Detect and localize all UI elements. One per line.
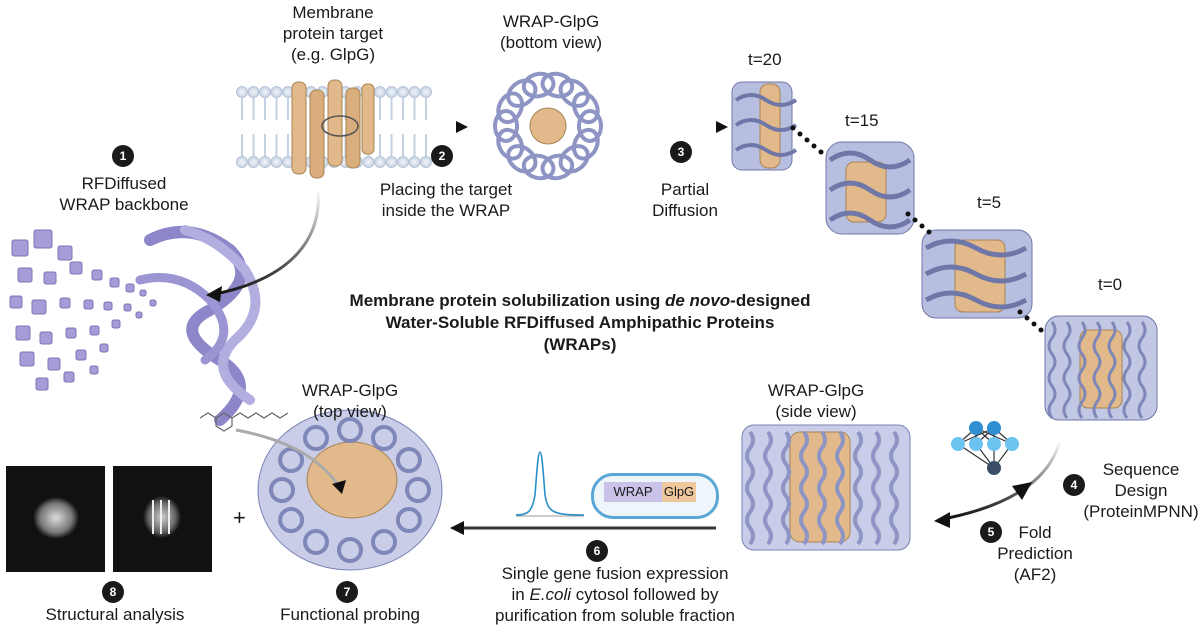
step-3-line2: Diffusion [652, 201, 718, 220]
step-4-line2: Design [1114, 481, 1168, 500]
title-line2: Water-Soluble RFDiffused Amphipathic Pro… [385, 313, 775, 332]
wrap-bottom-view-structure [493, 71, 603, 181]
elution-peak-chart [515, 451, 585, 517]
step-6-line2-pre: in [511, 585, 530, 604]
step-badge-7: 7 [336, 581, 358, 603]
micrograph-2 [113, 466, 212, 572]
wrap-backbone-cubes [9, 229, 157, 391]
t0-label: t=0 [1098, 275, 1123, 294]
title-line1-italic: de novo [665, 291, 731, 310]
step-6-line2: in E.coli cytosol followed by [470, 584, 760, 605]
t15-label: t=15 [845, 111, 879, 130]
t5-structure [921, 229, 1033, 319]
micrograph-1 [6, 466, 105, 572]
title-line1-suffix: -designed [730, 291, 811, 310]
glpg-target-structure [291, 79, 375, 179]
step-badge-3: 3 [670, 141, 692, 163]
title-line1: Membrane protein solubilization using de… [300, 290, 860, 312]
t20-structure [731, 81, 798, 171]
wrap-bottom-view-label: WRAP-GlpG (bottom view) [486, 11, 616, 53]
step-3-line1: Partial [660, 180, 710, 199]
micrograph-2-particle [143, 496, 181, 538]
diagram-title: Membrane protein solubilization using de… [300, 290, 860, 356]
plasmid-glpg-segment: GlpG [662, 482, 696, 502]
plus-sign: + [233, 505, 246, 530]
step-7-label: Functional probing [280, 605, 420, 624]
t5-label: t=5 [977, 193, 1002, 212]
plasmid-construct: WRAP GlpG [591, 473, 719, 519]
wrap-top-line2: (top view) [313, 402, 387, 421]
wrap-side-view-structure [741, 424, 911, 551]
micrograph-1-particle [33, 497, 79, 539]
step-2-line1: Placing the target [379, 180, 513, 199]
t0-structure [1044, 315, 1158, 421]
step-8-label: Structural analysis [45, 605, 185, 624]
step-6-line3: purification from soluble fraction [494, 606, 735, 625]
wrap-bottom-line2: (bottom view) [499, 33, 603, 52]
wrap-backbone-structure [135, 225, 261, 426]
plasmid-wrap-segment: WRAP [604, 482, 662, 502]
step-3-label: Partial Diffusion [640, 179, 730, 221]
step-badge-4: 4 [1063, 474, 1085, 496]
step-6-line1: Single gene fusion expression [501, 564, 729, 583]
step-5-label: Fold Prediction (AF2) [990, 522, 1080, 585]
arrows [206, 121, 1062, 535]
step-4-line3: (ProteinMPNN) [1083, 502, 1199, 521]
step-5-line3: (AF2) [1013, 565, 1057, 584]
step-6-line2-post: cytosol followed by [571, 585, 719, 604]
step-6-label: Single gene fusion expression in E.coli … [470, 563, 760, 626]
step-4-label: Sequence Design (ProteinMPNN) [1082, 459, 1200, 522]
wrap-top-view-label: WRAP-GlpG (top view) [290, 380, 410, 422]
membrane-target-line1: Membrane [292, 3, 374, 22]
step-2-label: Placing the target inside the WRAP [372, 179, 520, 221]
title-line1-prefix: Membrane protein solubilization using [349, 291, 665, 310]
neural-network-icon [951, 421, 1019, 475]
step-badge-1: 1 [112, 145, 134, 167]
ligand-molecule [199, 412, 289, 432]
t20-label: t=20 [748, 50, 782, 69]
wrap-bottom-line1: WRAP-GlpG [502, 12, 600, 31]
wrap-top-line1: WRAP-GlpG [301, 381, 399, 400]
step-badge-5: 5 [980, 521, 1002, 543]
wrap-side-line2: (side view) [775, 402, 857, 421]
step-5-line1: Fold [1018, 523, 1052, 542]
membrane-target-label: Membrane protein target (e.g. GlpG) [268, 2, 398, 65]
step-badge-6: 6 [586, 540, 608, 562]
step-5-line2: Prediction [997, 544, 1073, 563]
step-2-line2: inside the WRAP [381, 201, 511, 220]
step-badge-8: 8 [102, 581, 124, 603]
step-1-line1: RFDiffused [81, 174, 167, 193]
diffusion-dotted-path [790, 125, 1044, 333]
step-1-label: RFDiffused WRAP backbone [54, 173, 194, 215]
wrap-side-line1: WRAP-GlpG [767, 381, 865, 400]
step-1-line2: WRAP backbone [59, 195, 189, 214]
step-6-line2-italic: E.coli [529, 585, 572, 604]
membrane-target-line2: protein target [282, 24, 384, 43]
step-4-line1: Sequence [1102, 460, 1180, 479]
step-badge-2: 2 [431, 145, 453, 167]
wrap-top-view-structure [257, 409, 443, 571]
wrap-side-view-label: WRAP-GlpG (side view) [756, 380, 876, 422]
membrane-target-line3: (e.g. GlpG) [290, 45, 376, 64]
title-line3: (WRAPs) [543, 335, 617, 354]
t15-structure [825, 141, 915, 235]
